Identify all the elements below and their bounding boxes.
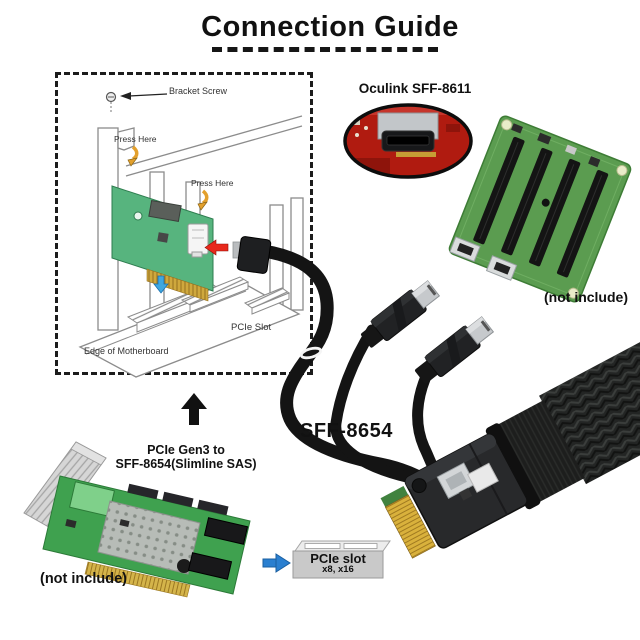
install-diagram-frame (55, 72, 313, 375)
adapter-caption-line1: PCIe Gen3 to (147, 443, 225, 457)
press-arrow-icon (127, 145, 209, 211)
pcie-slot-badge-subtitle: x8, x16 (322, 564, 354, 575)
sff8654-label: SFF-8654 (300, 420, 393, 442)
pcie-slot-label: PCIe Slot (231, 322, 272, 333)
backplane-board-photo (448, 115, 632, 303)
oculink-plug-right (411, 313, 497, 389)
adapter-caption: PCIe Gen3 to SFF-8654(Slimline SAS) (110, 443, 262, 471)
red-press-arrow-icon (204, 239, 229, 256)
motherboard-art (78, 276, 301, 378)
oculink-connector-photo (343, 103, 473, 179)
up-arrow-icon (181, 393, 207, 425)
pcie-slot-graphic (292, 540, 391, 579)
adapter-caption-line2: SFF-8654(Slimline SAS) (115, 456, 257, 471)
press-here-label-right: Press Here (191, 178, 234, 188)
diagram-cable-connector (232, 236, 272, 274)
bracket-screw-label: Bracket Screw (169, 86, 228, 96)
blue-arrow-icon (262, 553, 291, 573)
not-include-label-left: (not include) (40, 571, 127, 587)
raid-card-photo (23, 441, 251, 598)
sff8654-connector-photo (380, 259, 640, 559)
press-here-label-top: Press Here (114, 134, 157, 144)
cable-tie-ring (299, 346, 323, 360)
bracket-screw-icon (105, 91, 117, 112)
oculink-plug-left (357, 277, 443, 353)
blue-insert-arrow-icon (153, 275, 169, 294)
pcie-slot-badge-title: PCIe slot (310, 551, 366, 566)
edge-of-motherboard-label: Edge of Motherboard (84, 346, 169, 356)
not-include-label-right: (not include) (544, 289, 628, 305)
title-underline (212, 47, 438, 52)
page-title: Connection Guide (201, 11, 459, 43)
oculink-sff8611-label: Oculink SFF-8611 (358, 81, 472, 96)
